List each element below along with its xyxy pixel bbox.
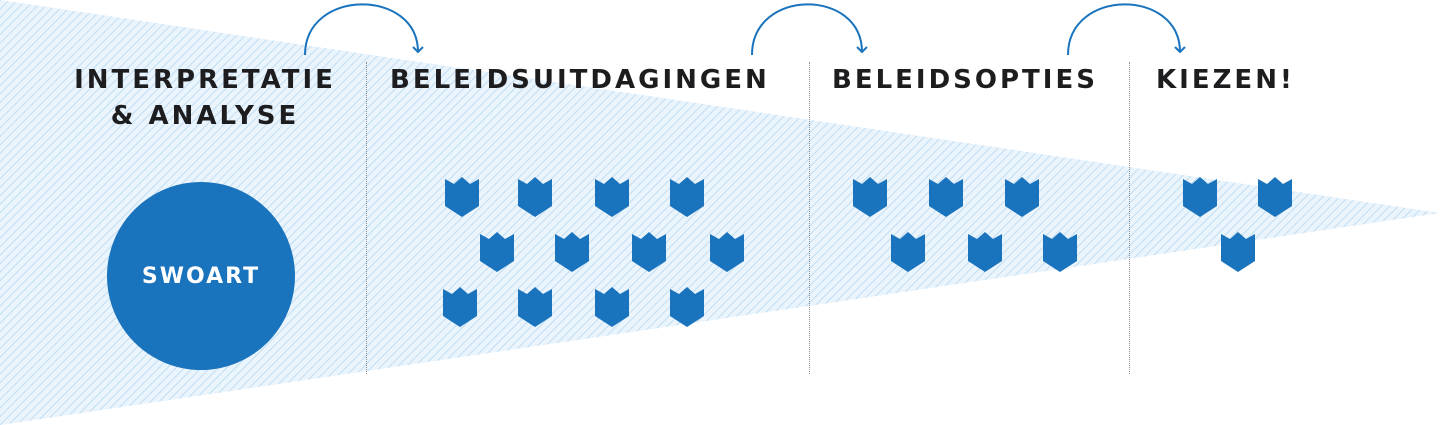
divider-3 — [1129, 62, 1130, 374]
shield-icon — [1005, 177, 1039, 217]
shield-icon — [1258, 177, 1292, 217]
stage-label-kiezen: KIEZEN! — [1156, 65, 1295, 95]
shield-icon — [891, 232, 925, 272]
swoart-label: SWOART — [141, 263, 261, 289]
stage-label-beleidsuitdagingen: BELEIDSUITDAGINGEN — [390, 65, 770, 95]
shield-icon — [710, 232, 744, 272]
stage-label-line-2: & ANALYSE — [110, 101, 300, 131]
shield-icon — [595, 287, 629, 327]
shield-icon — [518, 287, 552, 327]
shield-icon — [555, 232, 589, 272]
shield-icon — [853, 177, 887, 217]
shield-icon — [595, 177, 629, 217]
shield-icon — [968, 232, 1002, 272]
stage-label-beleidsopties: BELEIDSOPTIES — [832, 65, 1098, 95]
shield-icon — [445, 177, 479, 217]
divider-2 — [809, 62, 810, 374]
shield-icon — [518, 177, 552, 217]
shield-icon — [1043, 232, 1077, 272]
flow-arrow-3 — [1067, 3, 1186, 56]
shield-icon-group — [443, 177, 1292, 327]
stage-label-interpretatie: INTERPRETATIE & ANALYSE — [69, 62, 341, 134]
shield-icon — [1183, 177, 1217, 217]
shield-icon — [670, 177, 704, 217]
shield-icon — [480, 232, 514, 272]
shield-icon — [670, 287, 704, 327]
shield-icon — [632, 232, 666, 272]
flow-arrow-2 — [751, 3, 868, 56]
swoart-circle: SWOART — [107, 182, 295, 370]
shield-icon — [443, 287, 477, 327]
shield-icon — [929, 177, 963, 217]
shield-icon — [1221, 232, 1255, 272]
stage-label-line-1: INTERPRETATIE — [74, 65, 336, 95]
divider-1 — [366, 62, 367, 374]
flow-arrow-1 — [304, 3, 424, 56]
